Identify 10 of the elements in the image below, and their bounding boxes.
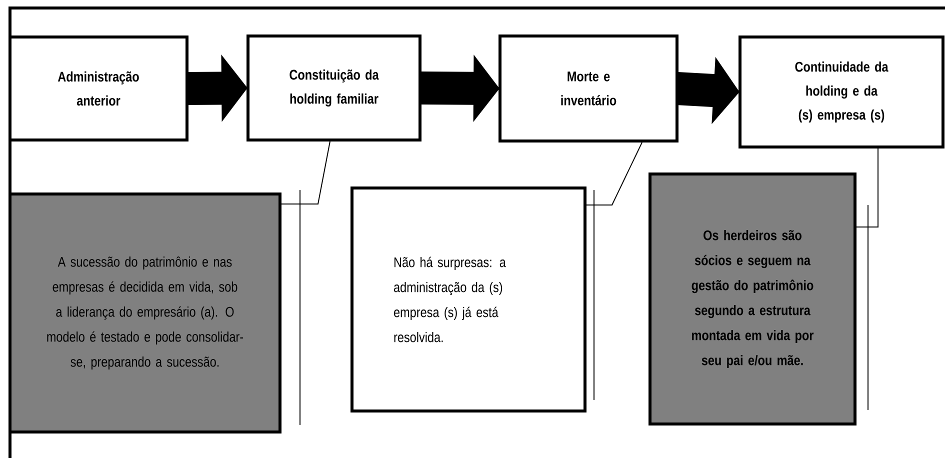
- step-box: Morte e inventário: [498, 34, 678, 142]
- step-box: Continuidade da holding e da (s) empresa (s): [738, 36, 944, 148]
- leader-line: [281, 141, 330, 204]
- step-box: Constituição da holding familiar: [246, 34, 422, 142]
- callout-box: Os herdeiros são sócios e seguem na gestão do patrimônio segundo a estrutura montada em vida por seu pai e/ou mãe.: [648, 172, 856, 426]
- leader-line: [856, 148, 878, 228]
- leader-line: [586, 142, 642, 206]
- step-box: Administração anterior: [8, 36, 188, 142]
- callout-box: Não há surpresas: a administração da (s) empresa (s) já está resolvida.: [350, 186, 586, 412]
- callout-box: A sucessão do patrimônio e nas empresas é decidida em vida, sob a liderança do empresário (a). O modelo é testado e pode consolidar-se, preparando a sucessão.: [8, 192, 282, 434]
